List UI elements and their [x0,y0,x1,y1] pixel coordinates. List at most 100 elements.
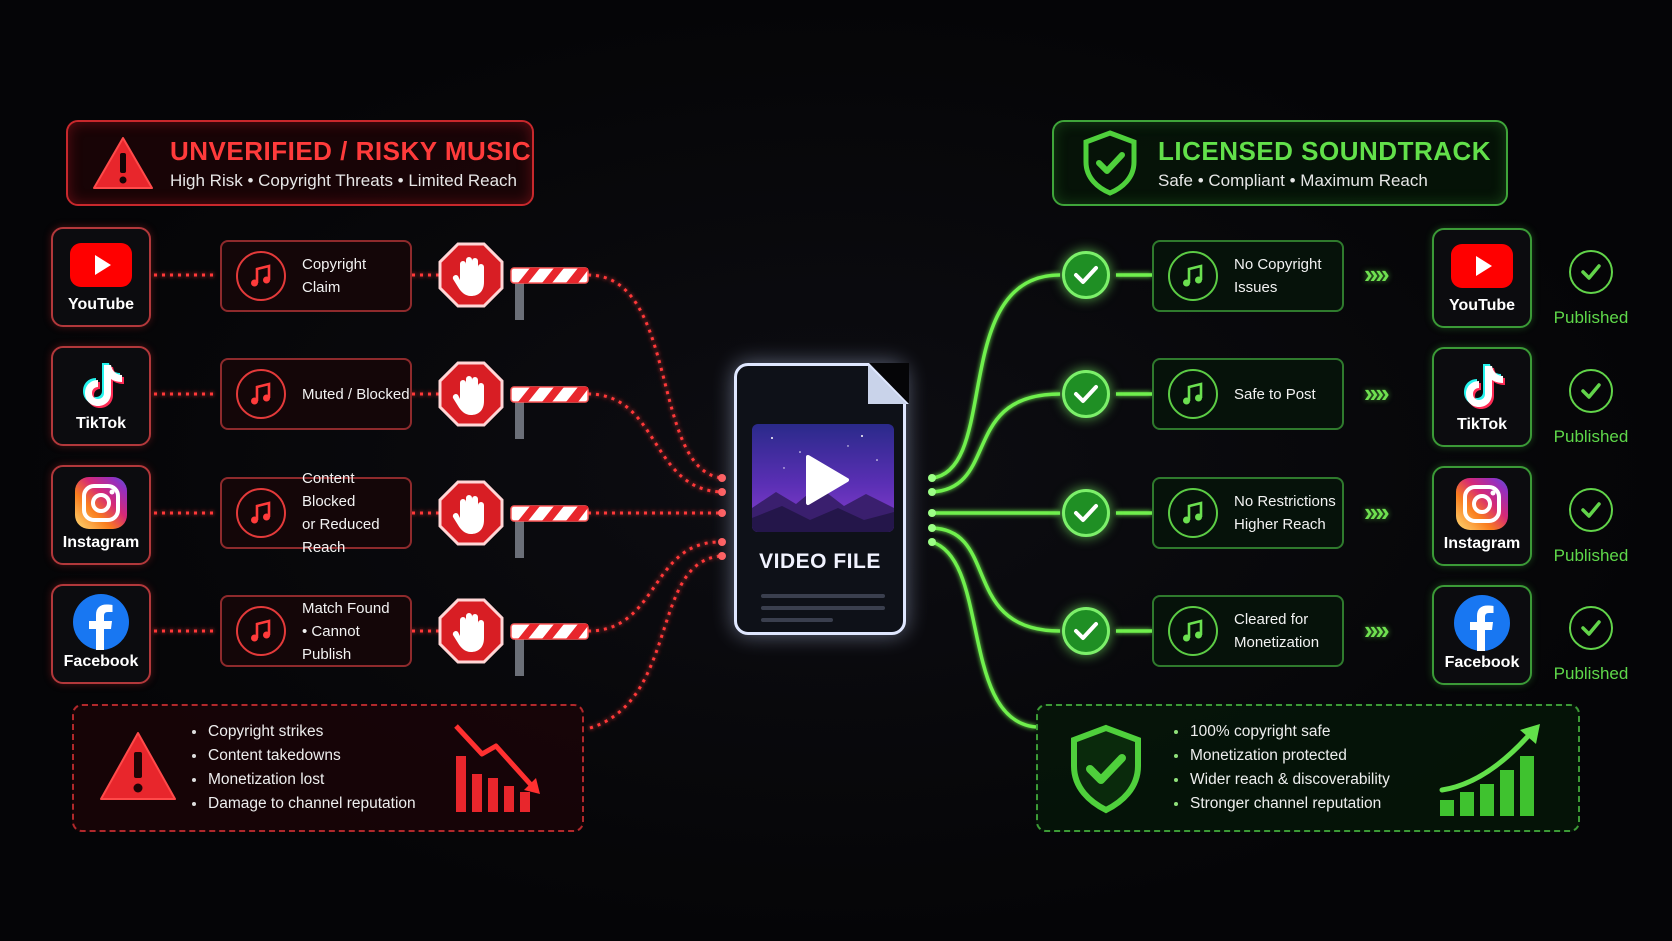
licensed-benefits-panel: 100% copyright safe Monetization protect… [1036,704,1580,832]
left-status-muted-blocked: Muted / Blocked [220,358,412,430]
status-line-1: Match Found [302,599,390,617]
check-circle-icon [1062,607,1110,655]
music-note-icon [236,606,286,656]
status-line-1: Content Blocked [302,470,356,510]
barrier-gate-icon [510,623,589,676]
left-platform-youtube: YouTube [51,227,151,327]
risk-consequences-list: Copyright strikes Content takedowns Mone… [190,720,416,816]
tiktok-logo-icon [70,359,132,409]
published-status: Published [1546,369,1636,447]
stop-hand-icon [438,242,504,308]
published-label: Published [1553,664,1629,683]
chevrons-right-icon: ›››› [1364,615,1390,645]
video-file-label: VIDEO FILE [759,550,881,573]
music-note-icon [1168,488,1218,538]
check-circle-icon [1062,251,1110,299]
check-ring-icon [1569,606,1613,650]
platform-name: TikTok [75,415,127,432]
page-fold-icon [868,363,909,404]
shield-check-icon [1071,724,1141,814]
platform-name: Facebook [1444,654,1520,671]
published-status: Published [1546,488,1636,566]
stop-hand-icon [438,598,504,664]
status-line-2: Monetization [1234,634,1320,651]
status-line-1: No Restrictions [1234,493,1336,510]
tiktok-logo-icon [1451,360,1513,410]
list-item: Stronger channel reputation [1172,792,1390,816]
left-status-match-found: Match Found • Cannot Publish [220,595,412,667]
left-platform-instagram: Instagram [51,465,151,565]
status-line-2: Claim [302,279,341,296]
facebook-logo-icon [70,594,132,650]
published-status: Published [1546,606,1636,684]
risk-consequences-panel: Copyright strikes Content takedowns Mone… [72,704,584,832]
left-wire-route-2 [587,392,723,494]
status-line-2: Issues [1234,279,1278,296]
barrier-gate-icon [510,267,589,320]
youtube-logo-icon [1451,241,1513,291]
left-wire-route-4 [587,540,723,633]
music-note-icon [1168,369,1218,419]
list-item: Monetization protected [1172,744,1390,768]
left-wire-route-5 [589,554,723,730]
warning-triangle-icon [93,137,153,189]
list-item: Copyright strikes [190,720,416,744]
status-line-2: • Cannot Publish [302,622,360,663]
music-note-icon [1168,251,1218,301]
platform-name: YouTube [67,296,135,313]
play-icon [806,455,849,505]
barrier-gate-icon [510,505,589,558]
status-line-1: Safe to Post [1234,385,1316,403]
published-label: Published [1553,546,1629,565]
declining-bar-chart-icon [454,724,540,812]
left-wire-route-1 [587,273,723,480]
check-ring-icon [1569,369,1613,413]
rising-bar-chart-icon [1439,724,1540,816]
check-ring-icon [1569,488,1613,532]
left-platform-facebook: Facebook [51,584,151,684]
platform-name: Facebook [63,653,139,670]
list-item: Monetization lost [190,768,416,792]
licensed-header-title: LICENSED SOUNDTRACK [1158,135,1492,166]
chevrons-right-icon: ›››› [1364,259,1390,289]
music-note-icon [236,369,286,419]
right-platform-instagram: Instagram [1432,466,1532,566]
chevrons-right-icon: ›››› [1364,497,1390,527]
right-wire-route-1 [931,273,1061,480]
risky-music-header: UNVERIFIED / RISKY MUSIC High Risk • Cop… [66,120,534,206]
video-file-card: VIDEO FILE [734,363,909,635]
risky-header-title: UNVERIFIED / RISKY MUSIC [170,135,532,166]
right-wire-route-2 [931,392,1061,494]
published-label: Published [1553,308,1629,327]
risky-header-subtitle: High Risk • Copyright Threats • Limited … [170,170,518,190]
right-wire-route-4 [931,526,1061,633]
check-ring-icon [1569,250,1613,294]
licensed-header-subtitle: Safe • Compliant • Maximum Reach [1158,170,1428,190]
instagram-logo-icon [1451,478,1513,530]
status-line-1: Cleared for [1234,611,1309,628]
facebook-logo-icon [1451,595,1513,651]
platform-name: YouTube [1448,297,1516,314]
status-line-1: No Copyright [1234,256,1322,273]
licensed-benefits-list: 100% copyright safe Monetization protect… [1172,720,1390,816]
check-circle-icon [1062,489,1110,537]
list-item: Damage to channel reputation [190,792,416,816]
published-label: Published [1553,427,1629,446]
stop-hand-icon [438,361,504,427]
platform-name: TikTok [1456,416,1508,433]
platform-name: Instagram [1443,535,1521,552]
youtube-logo-icon [70,240,132,290]
licensed-soundtrack-header: LICENSED SOUNDTRACK Safe • Compliant • M… [1052,120,1508,206]
left-status-content-blocked: Content Blocked or Reduced Reach [220,470,412,556]
right-platform-facebook: Facebook [1432,585,1532,685]
status-line-2: or Reduced Reach [302,516,380,556]
shield-check-icon [1083,130,1137,196]
right-wire-route-5 [931,540,1037,729]
published-status: Published [1546,250,1636,328]
music-note-icon [236,488,286,538]
warning-triangle-icon [100,732,176,800]
music-note-icon [236,251,286,301]
